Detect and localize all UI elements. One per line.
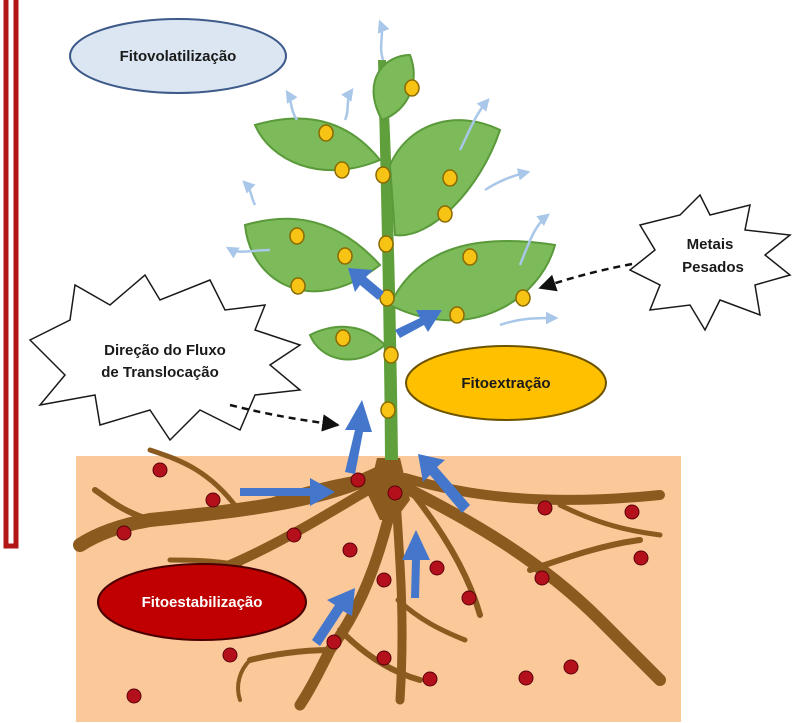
flow-arrow-7 [395, 310, 442, 338]
metais-pointer-arrow [540, 264, 632, 288]
direcao-label-line2: de Translocação [101, 364, 219, 381]
fitovolatilizacao-label: Fitovolatilização [120, 48, 237, 65]
metais-label-line2: Pesados [682, 259, 744, 276]
left-frame [6, 0, 16, 546]
fitoestabilizacao-label: Fitoestabilização [142, 594, 263, 611]
direcao-label-line1: Direção do Fluxo [104, 342, 226, 359]
fitoextracao-label: Fitoextração [461, 375, 550, 392]
metais-label-line1: Metais [687, 236, 734, 253]
flow-arrow-6 [348, 268, 384, 300]
